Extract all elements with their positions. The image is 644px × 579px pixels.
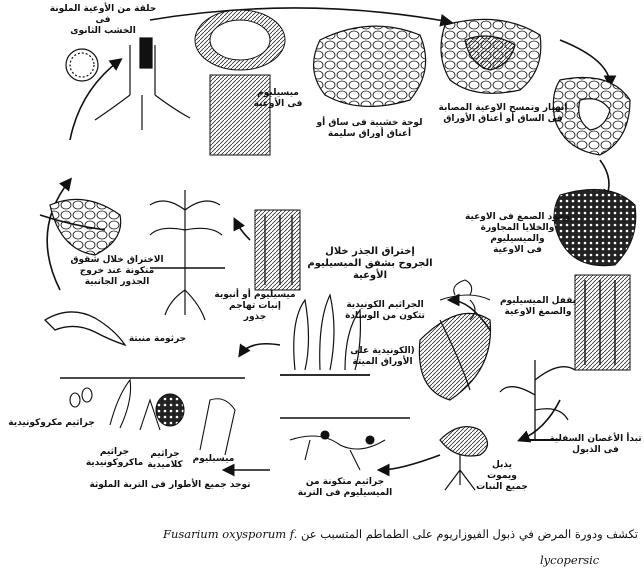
label-ring-xylem: حلقة من الأوعية الملونة فى الخشب الثانوى (48, 4, 158, 37)
label-collapse-vessels: إنهيار وتمسح الاوعية المصابة فى الساق أو… (428, 103, 578, 125)
vessel-sections-top (195, 10, 285, 155)
healthy-xylem-section (314, 26, 426, 106)
label-spores-from-mycelium: جراثيم متكونة من الميسيليوم فى التربة (285, 477, 405, 499)
caption-arabic: تكشف ودورة المرض في ذبول الفيوزاريوم على… (301, 527, 638, 541)
collapsed-vessels-section (441, 19, 541, 93)
label-vessels-blocked: يقفل الميسيليوم والصمغ الاوعية (498, 296, 578, 318)
label-chlamydospores: جراثيم كلاميدية (140, 449, 190, 471)
label-germinating-spore: جرثومة منبتة (120, 334, 195, 345)
infected-leaf (419, 313, 490, 400)
root-cracks-penetration (40, 199, 121, 255)
arrow-left-top (70, 60, 120, 140)
label-gum-xylem-stems: لوحة خشبية فى ساق أو أعناق أوراق سليمة (312, 118, 427, 140)
wilting-plant (500, 360, 575, 440)
label-gum-in-vessels: وجود الصمغ فى الاوعية والخلايا المجاورة … (455, 212, 580, 256)
caption-latin: Fusarium oxysporum f. (163, 527, 297, 541)
xylem-ring-drawing (66, 38, 190, 130)
label-mycelium: ميسيليوم (186, 454, 241, 465)
label-lower-branches: تبدأ الأغصان السفلية فى الذبول (548, 434, 643, 456)
soil-mycelium (290, 431, 385, 470)
label-microconidia: جراثيم مكروكونيدية (4, 418, 99, 429)
figure-caption-line2: lycopersic (540, 553, 644, 567)
label-mycelium-tubes: ميسيليوم أو أنبوبة إنبات تهاجم جذور (205, 290, 305, 323)
label-root-penetration: إختراق الجذر خلال الجروح بشفق الميسيليوم… (300, 246, 440, 282)
root-section (255, 210, 300, 290)
label-macroconidia: جراثيم ماكروكونيدية (82, 447, 147, 469)
label-mycelium-in-vessels: ميسيليوم فى الأوعية (248, 88, 308, 110)
label-wilting-death: يذبل ويموت جميع النبات (472, 460, 532, 493)
arrow-bottom-right (380, 455, 440, 470)
label-conidia-leaves: (الكونيدية على الأوراق الميتة (340, 346, 425, 368)
arrow-root-to-plant (235, 220, 250, 240)
label-penetration-cracks: الاختراق خلال شقوق متكونة عند خروج الجذو… (62, 255, 172, 288)
blocked-vessel-strip (575, 275, 630, 370)
label-conidial-spores: الجراثيم الكونيدية تتكون من الوسادة (330, 300, 440, 322)
figure-caption: تكشف ودورة المرض في ذبول الفيوزاريوم على… (2, 527, 638, 541)
arrow-conidia-left (240, 344, 280, 355)
arrow-top (150, 8, 450, 22)
germinating-spore-drawing (45, 312, 125, 345)
label-all-spores-soil: توجد جميع الأطوار فى التربة الملوثة (70, 480, 270, 491)
